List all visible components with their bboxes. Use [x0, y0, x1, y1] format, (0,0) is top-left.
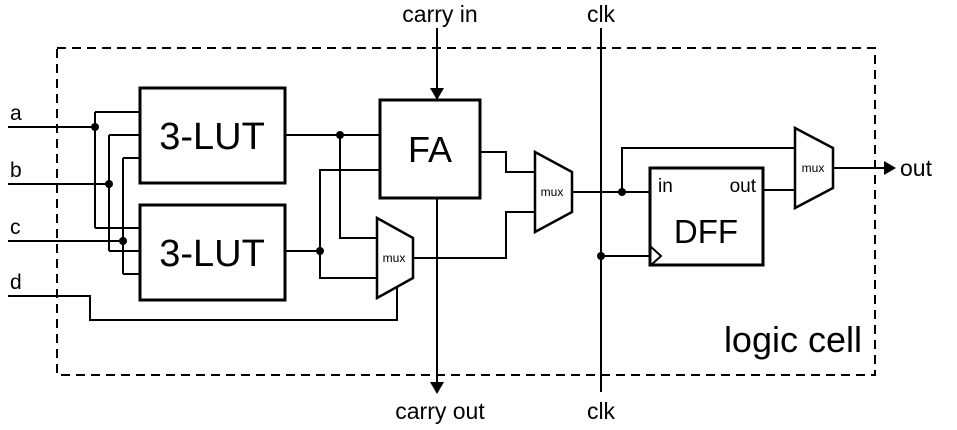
junction-dot	[336, 131, 344, 139]
mux1-shape	[375, 215, 415, 301]
lut2-label: 3-LUT	[159, 233, 265, 275]
logic-cell-title: logic cell	[724, 319, 862, 360]
lut1-box	[138, 86, 287, 185]
clk-top-label: clk	[587, 1, 616, 27]
out-arrowhead-icon	[884, 161, 896, 175]
junction-dot	[91, 123, 99, 131]
junction-dot	[618, 188, 626, 196]
junction-dot	[119, 237, 127, 245]
mux3-label: mux	[802, 161, 825, 175]
wire-lut2-output	[285, 169, 380, 279]
clk-bottom-label: clk	[587, 398, 616, 424]
lut1-label: 3-LUT	[159, 116, 265, 158]
wire-input-d-mux-select	[8, 287, 398, 321]
out-label: out	[900, 155, 933, 181]
dff-in-pin-label: in	[658, 176, 673, 197]
logic-cell-boundary	[56, 47, 876, 376]
wire-mux1-output	[413, 211, 535, 259]
mux2-shape	[533, 149, 574, 235]
wire-fa-sum-output	[480, 151, 535, 173]
lut2-box	[138, 203, 287, 302]
dff-out-pin-label: out	[730, 176, 757, 197]
input-d-label: d	[10, 271, 22, 294]
wires	[8, 28, 884, 392]
junction-dot	[316, 247, 324, 255]
carry-out-arrowhead-icon	[430, 382, 444, 394]
full-adder-label: FA	[408, 129, 452, 170]
wire-lut1-output	[285, 134, 380, 239]
input-c-label: c	[10, 216, 21, 239]
mux3-shape	[793, 125, 835, 211]
carry-out-label: carry out	[395, 398, 485, 424]
wire-input-c	[8, 157, 140, 275]
junction-dot	[597, 252, 605, 260]
carry-in-label: carry in	[402, 1, 477, 27]
wire-dff-bypass	[621, 147, 795, 192]
wire-input-b	[8, 134, 140, 252]
wire-input-a	[8, 111, 140, 229]
dff-clock-triangle-icon	[649, 245, 663, 267]
dff-box	[648, 166, 765, 267]
carry-in-arrowhead-icon	[430, 88, 444, 100]
dff-label: DFF	[674, 213, 738, 250]
junction-dot	[105, 180, 113, 188]
input-a-label: a	[10, 102, 22, 125]
mux2-label: mux	[541, 185, 564, 199]
mux1-label: mux	[383, 251, 406, 265]
input-b-label: b	[10, 159, 22, 182]
full-adder-box	[378, 98, 482, 200]
junction-dots	[91, 123, 626, 260]
